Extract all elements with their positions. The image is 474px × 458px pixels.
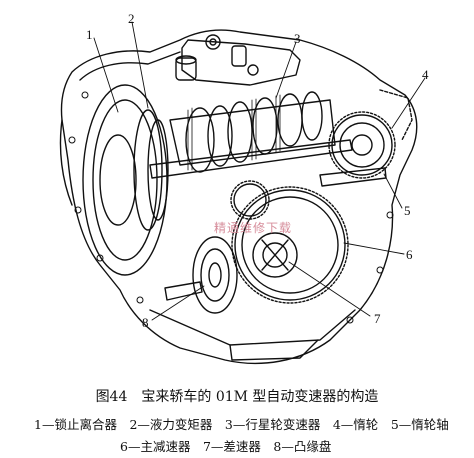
planetary-gearset	[169, 99, 336, 166]
main-shaft	[149, 139, 353, 179]
transmission-housing	[60, 29, 418, 365]
callout-2: 2	[128, 11, 135, 26]
torque-converter	[82, 84, 168, 276]
callout-4: 4	[422, 67, 429, 82]
watermark: 精通维修下载	[214, 221, 293, 235]
transmission-drawing	[59, 21, 426, 365]
legend-line-1: 1—锁止离合器 2—液力变矩器 3—行星轮变速器 4—惰轮 5—惰轮轴	[34, 417, 449, 432]
callout-5: 5	[404, 203, 411, 218]
flange-disc	[192, 236, 238, 314]
callout-1: 1	[86, 27, 93, 42]
top-cover	[181, 39, 301, 86]
callout-7: 7	[374, 311, 381, 326]
idler-gear	[328, 111, 396, 179]
callout-6: 6	[406, 247, 413, 262]
callout-8: 8	[142, 315, 149, 330]
differential	[252, 232, 298, 278]
transmission-illustration: 1 2 3 4 5 6 7 8 精通维修下载	[59, 11, 429, 365]
sump	[149, 309, 356, 346]
final-drive-gear	[231, 186, 349, 304]
lockup-clutch	[133, 109, 163, 231]
callout-3: 3	[294, 31, 301, 46]
legend-line-2: 6—主减速器 7—差速器 8—凸缘盘	[120, 439, 332, 454]
pinion-gear	[230, 180, 270, 220]
figure-caption: 图44 宝来轿车的 01M 型自动变速器的构造	[95, 389, 379, 405]
